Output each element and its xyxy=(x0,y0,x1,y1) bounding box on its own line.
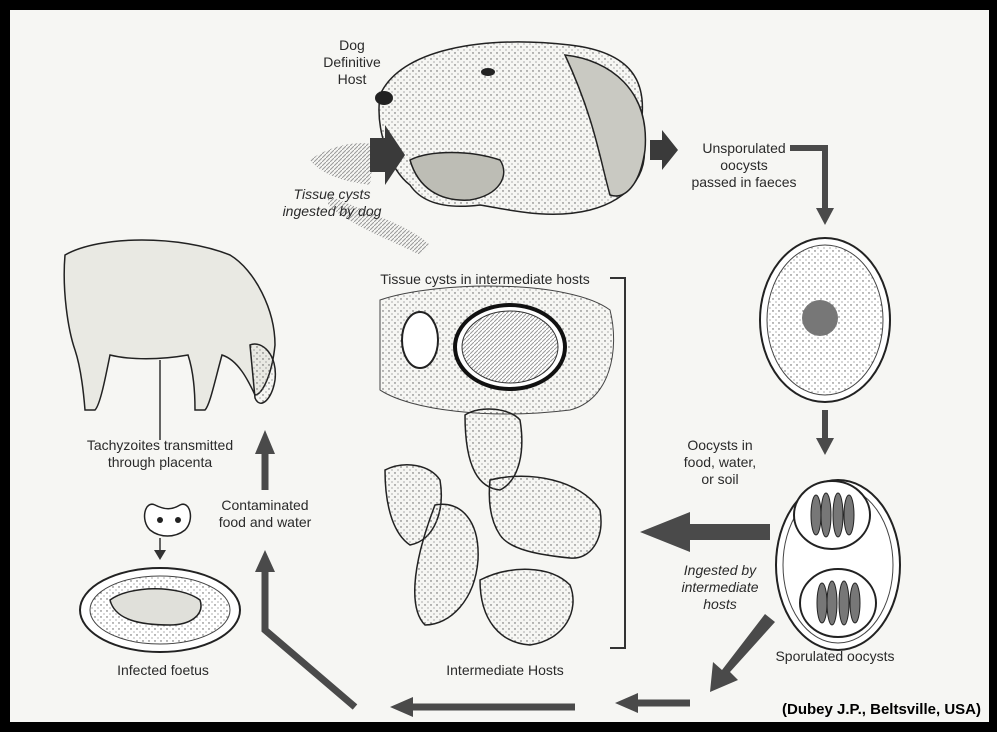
label-intermediate-hosts: Intermediate Hosts xyxy=(420,662,590,679)
label-tissue-cysts-intermediate: Tissue cysts in intermediate hosts xyxy=(360,271,610,288)
intermediate-hosts-group xyxy=(385,409,601,645)
placenta-icon xyxy=(145,504,191,536)
label-sporulated-oocysts: Sporulated oocysts xyxy=(755,648,915,665)
credit-text: (Dubey J.P., Beltsville, USA) xyxy=(782,701,981,718)
label-dog: Dog xyxy=(322,37,382,54)
label-tissue-cysts-ingested: Tissue cysts ingested by dog xyxy=(272,186,392,220)
tissue-cyst xyxy=(380,286,614,414)
dog-head-illustration xyxy=(375,42,645,214)
label-unsporulated: Unsporulated oocysts passed in faeces xyxy=(682,140,806,191)
arrow-out-of-dog xyxy=(650,130,678,170)
oocyst-unsporulated xyxy=(760,238,890,402)
label-oocysts-food: Oocysts in food, water, or soil xyxy=(670,437,770,488)
arrow-to-intermediate-hosts xyxy=(640,512,770,552)
label-definitive: Definitive xyxy=(322,54,382,71)
life-cycle-diagram xyxy=(10,10,989,722)
foetus xyxy=(80,568,240,652)
label-contaminated: Contaminated food and water xyxy=(205,497,325,531)
cow-illustration xyxy=(64,240,275,410)
label-tachyzoites: Tachyzoites transmitted through placenta xyxy=(65,437,255,471)
oocyst-sporulated xyxy=(776,480,900,650)
label-host: Host xyxy=(322,71,382,88)
diagram-frame: Dog Definitive Host Unsporulated oocysts… xyxy=(10,10,989,722)
label-infected-foetus: Infected foetus xyxy=(88,662,238,679)
label-ingested-intermediate: Ingested by intermediate hosts xyxy=(670,562,770,613)
label-dog-host: Dog Definitive Host xyxy=(322,37,382,88)
